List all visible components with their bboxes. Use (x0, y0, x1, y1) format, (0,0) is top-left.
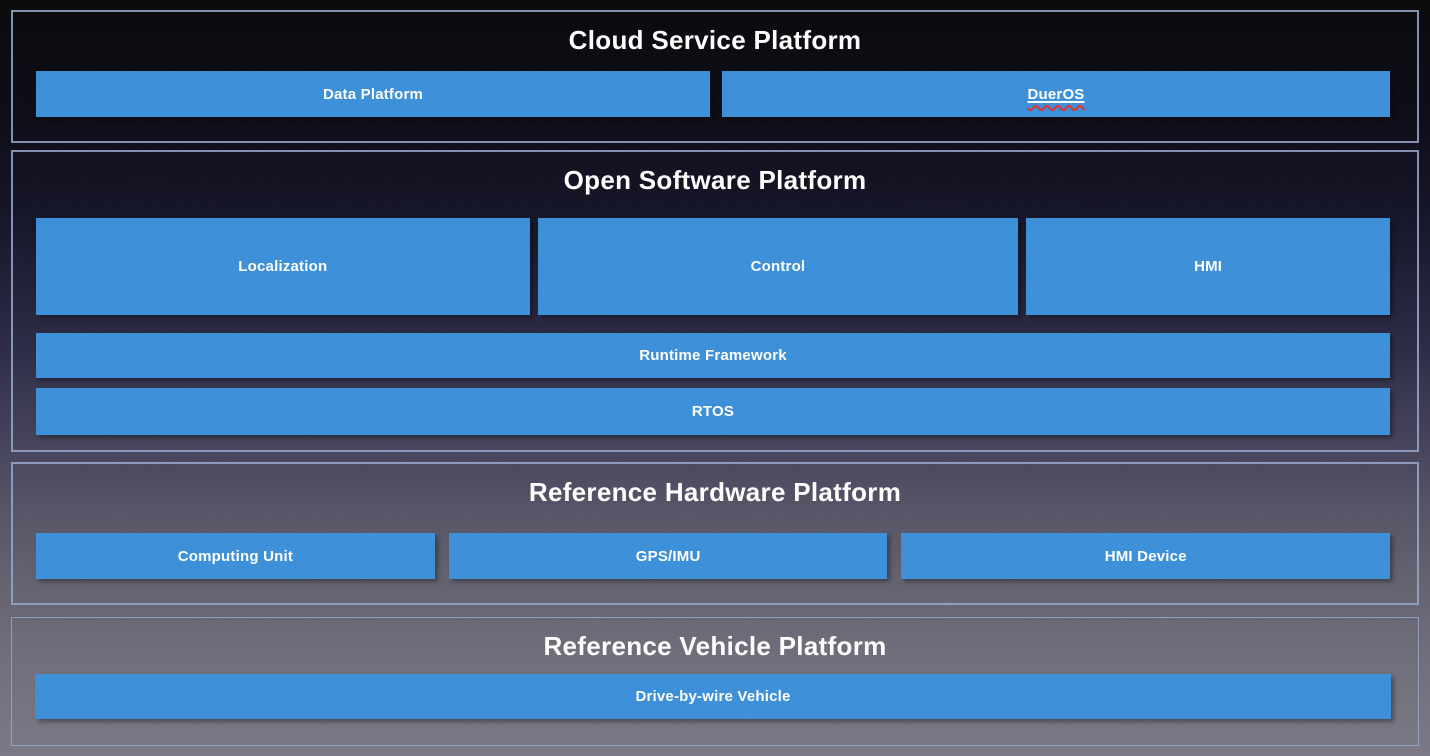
box-dueros-label: DuerOS (1027, 85, 1085, 103)
box-computing-unit: Computing Unit (36, 533, 435, 579)
box-localization-label: Localization (238, 258, 328, 275)
box-control-label: Control (750, 258, 806, 275)
hardware-boxes-row: Computing Unit GPS/IMU HMI Device (36, 533, 1390, 579)
box-hmi: HMI (1026, 218, 1390, 315)
box-drive-by-wire-vehicle: Drive-by-wire Vehicle (35, 674, 1391, 719)
box-hmi-label: HMI (1194, 258, 1223, 275)
box-computing-unit-label: Computing Unit (177, 547, 294, 565)
box-rtos: RTOS (36, 388, 1390, 435)
box-localization: Localization (36, 218, 530, 315)
dueros-spellcheck-underline: DuerOS (1027, 86, 1084, 103)
box-runtime-framework-label: Runtime Framework (639, 347, 787, 364)
box-gps-imu: GPS/IMU (448, 533, 888, 579)
section-open-software-platform: Open Software Platform Localization Cont… (11, 150, 1419, 452)
rtos-row: RTOS (36, 388, 1390, 435)
box-hmi-device: HMI Device (901, 533, 1390, 579)
box-hmi-device-label: HMI Device (1104, 547, 1187, 565)
box-rtos-label: RTOS (691, 403, 735, 420)
box-drive-by-wire-vehicle-label: Drive-by-wire Vehicle (635, 688, 791, 705)
box-control: Control (537, 218, 1019, 315)
section-title-cloud-service-platform: Cloud Service Platform (568, 25, 862, 55)
section-reference-vehicle-platform: Reference Vehicle Platform Drive-by-wire… (11, 617, 1419, 746)
box-data-platform-label: Data Platform (322, 85, 424, 103)
cloud-boxes-row: Data Platform DuerOS (36, 71, 1390, 117)
section-title-open-software-platform: Open Software Platform (563, 165, 867, 195)
box-data-platform: Data Platform (36, 71, 710, 117)
section-reference-hardware-platform: Reference Hardware Platform Computing Un… (11, 462, 1419, 605)
box-dueros: DuerOS (722, 71, 1390, 117)
software-modules-row: Localization Control HMI (36, 218, 1390, 315)
section-cloud-service-platform: Cloud Service Platform Data Platform Due… (11, 10, 1419, 143)
section-title-reference-hardware-platform: Reference Hardware Platform (528, 477, 902, 507)
box-gps-imu-label: GPS/IMU (635, 547, 701, 565)
section-title-reference-vehicle-platform: Reference Vehicle Platform (543, 631, 887, 661)
box-runtime-framework: Runtime Framework (36, 333, 1390, 378)
runtime-framework-row: Runtime Framework (36, 333, 1390, 378)
vehicle-boxes-row: Drive-by-wire Vehicle (35, 674, 1391, 719)
